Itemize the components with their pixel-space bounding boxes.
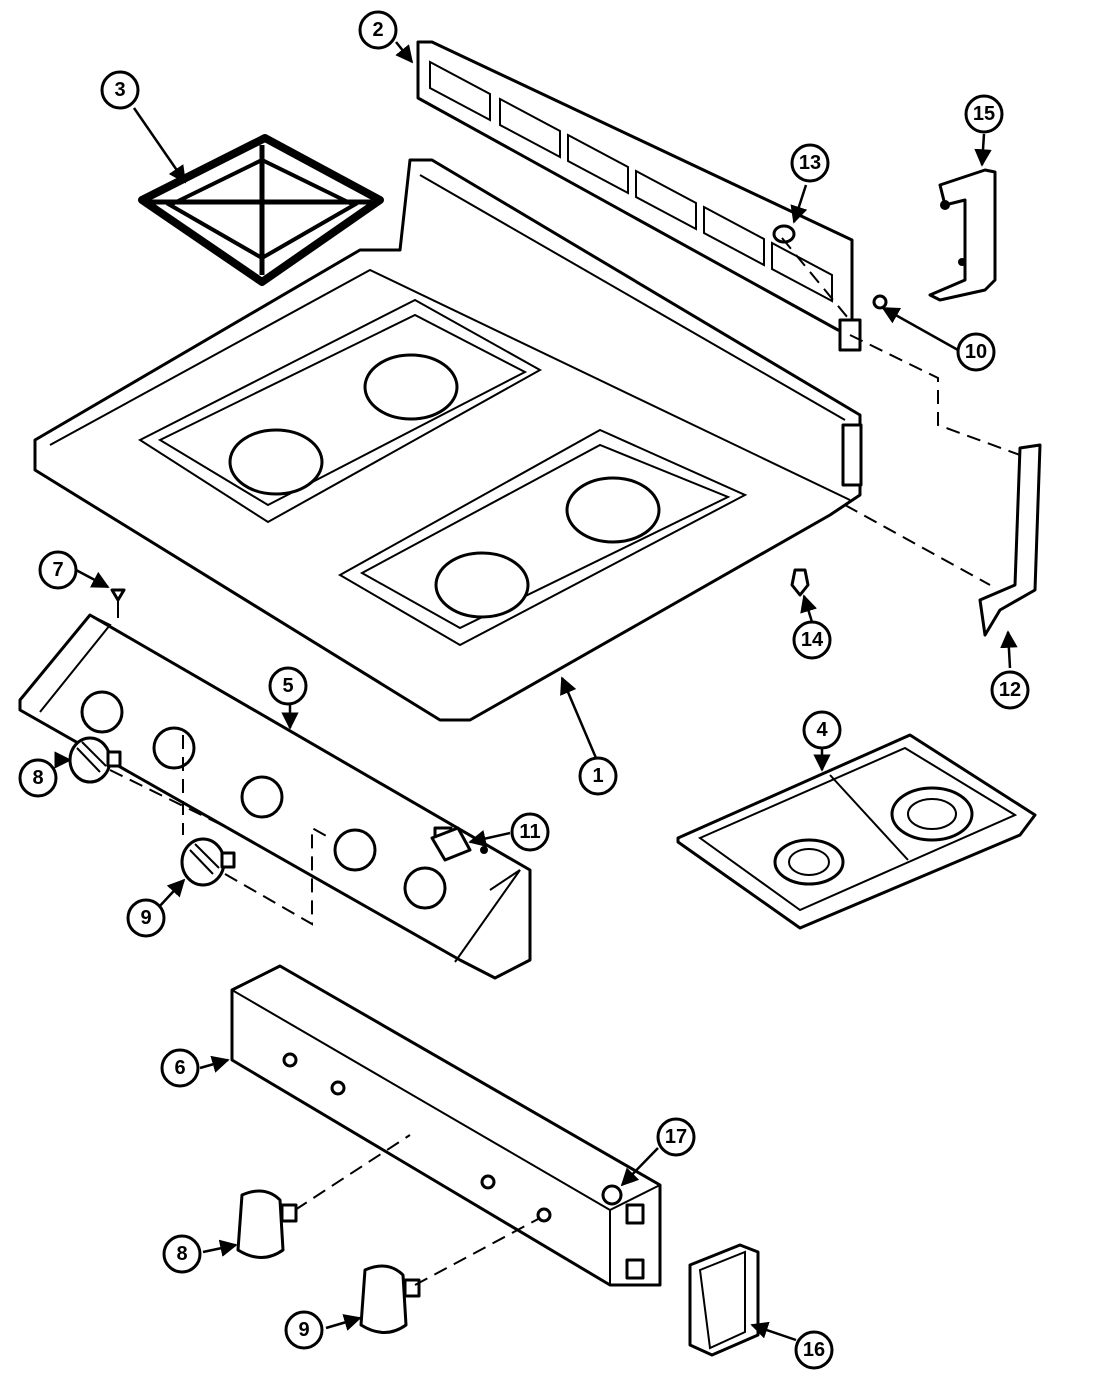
callout-16: 16	[794, 1330, 834, 1370]
callout-5-label: 5	[282, 675, 293, 697]
callout-1-label: 1	[592, 765, 603, 787]
callout-8-label: 8	[32, 767, 43, 789]
callout-8-lower-label: 8	[176, 1243, 187, 1265]
callout-16-label: 16	[803, 1339, 825, 1361]
callout-10-label: 10	[965, 341, 987, 363]
callout-15-label: 15	[973, 103, 995, 125]
block-16	[688, 1243, 760, 1357]
main-cooktop	[33, 158, 863, 722]
callout-2-label: 2	[372, 19, 383, 41]
bracket-15	[928, 168, 997, 302]
assembly-lines	[109, 237, 1021, 1286]
knob-9-upper	[180, 837, 236, 887]
knob-8-lower	[236, 1189, 298, 1259]
screw-10	[872, 294, 888, 310]
callout-9-label: 9	[140, 907, 151, 929]
callout-11-label: 11	[519, 821, 540, 843]
callout-12: 12	[990, 670, 1030, 710]
callout-6: 6	[160, 1048, 200, 1088]
callout-15: 15	[964, 94, 1004, 134]
callout-17-label: 17	[665, 1126, 687, 1148]
screw-7	[110, 588, 126, 618]
callout-3: 3	[100, 70, 140, 110]
callout-17: 17	[656, 1117, 696, 1157]
callout-12-label: 12	[999, 679, 1021, 701]
manifold-cover-6	[230, 964, 662, 1287]
fastener-17	[601, 1184, 623, 1206]
callout-7: 7	[38, 550, 78, 590]
leader-lines	[54, 41, 1018, 1342]
backguard-vent	[416, 40, 862, 352]
callout-8-upper: 8	[18, 758, 58, 798]
callout-13: 13	[790, 143, 830, 183]
callout-4-label: 4	[816, 719, 828, 741]
switch-11	[430, 826, 472, 862]
callout-9-lower-label: 9	[298, 1319, 309, 1341]
callout-1: 1	[578, 756, 618, 796]
nut-13	[772, 224, 796, 244]
callout-9-upper: 9	[126, 898, 166, 938]
callout-10: 10	[956, 332, 996, 372]
callout-6-label: 6	[174, 1057, 185, 1079]
callout-14: 14	[792, 620, 832, 660]
callout-5: 5	[268, 666, 308, 706]
clip-14	[790, 568, 810, 597]
burner-grate	[138, 134, 384, 286]
callout-13-label: 13	[799, 152, 821, 174]
end-trim-12	[978, 443, 1042, 637]
callout-9-lower: 9	[284, 1310, 324, 1350]
callout-2: 2	[358, 10, 398, 50]
callout-14-label: 14	[801, 629, 824, 651]
callout-8-lower: 8	[162, 1234, 202, 1274]
callout-3-label: 3	[114, 79, 125, 101]
callout-11: 11	[510, 812, 550, 852]
callout-4: 4	[802, 710, 842, 750]
knob-9-lower	[359, 1264, 421, 1334]
callout-7-label: 7	[52, 559, 63, 581]
drip-pan-4	[676, 733, 1037, 930]
